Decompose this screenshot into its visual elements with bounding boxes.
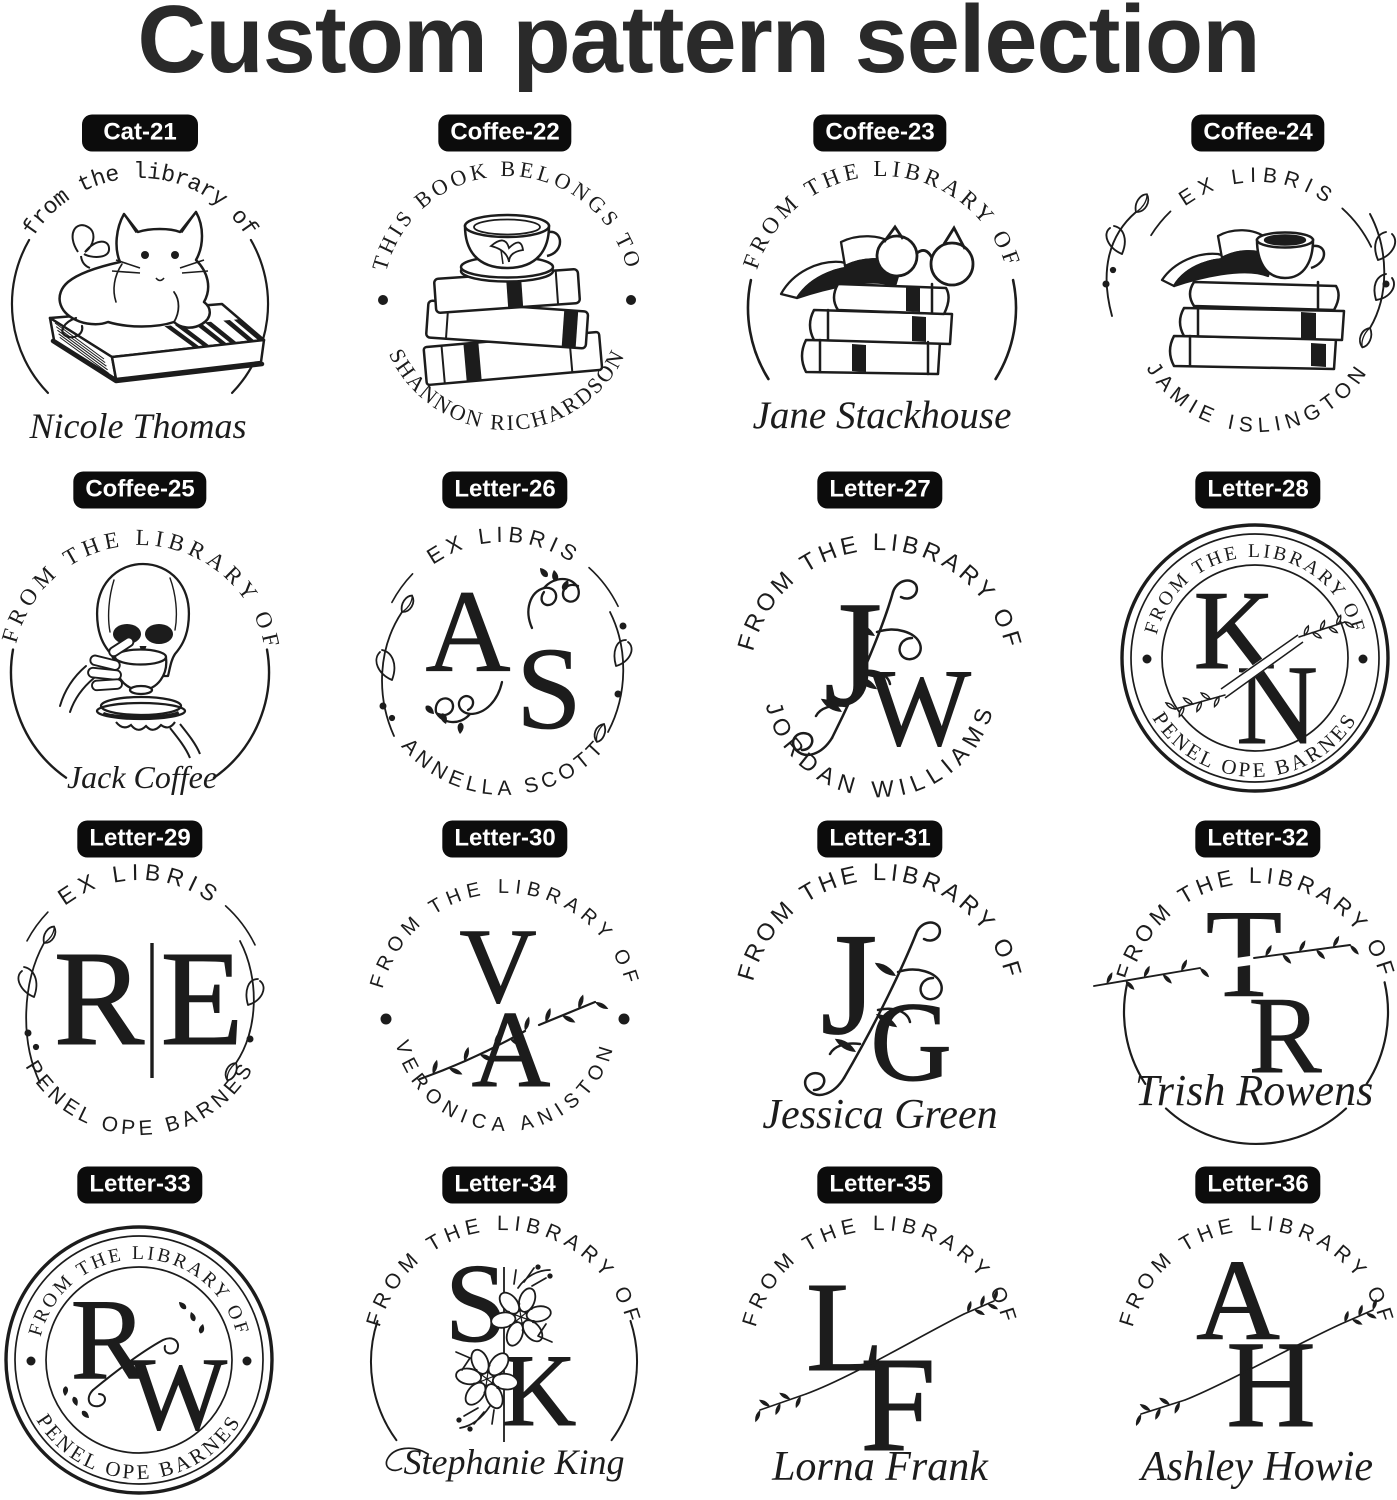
svg-text:L: L <box>806 1256 884 1398</box>
svg-text:from the library of: from the library of <box>18 159 263 241</box>
svg-text:Ashley Howie: Ashley Howie <box>1138 1444 1373 1490</box>
svg-text:G: G <box>870 980 952 1105</box>
svg-text:R: R <box>54 924 145 1074</box>
svg-text:H: H <box>1226 1316 1316 1453</box>
svg-text:F: F <box>860 1330 936 1480</box>
svg-text:E: E <box>160 924 243 1074</box>
svg-text:Jane Stackhouse: Jane Stackhouse <box>753 394 1012 437</box>
svg-text:W: W <box>867 647 971 769</box>
svg-text:V: V <box>459 908 536 1026</box>
svg-text:Nicole Thomas: Nicole Thomas <box>28 406 246 446</box>
svg-text:R: R <box>1248 974 1322 1096</box>
svg-text:JAMIE ISLINGTON: JAMIE ISLINGTON <box>1142 358 1374 437</box>
svg-text:Jack Coffee: Jack Coffee <box>67 759 217 795</box>
svg-text:EX LIBRIS: EX LIBRIS <box>53 859 227 910</box>
svg-text:A: A <box>472 989 551 1110</box>
svg-text:R: R <box>71 1276 148 1403</box>
svg-text:Jessica Green: Jessica Green <box>762 1092 997 1138</box>
svg-text:Stephanie King: Stephanie King <box>404 1442 625 1482</box>
svg-text:Trish Rowens: Trish Rowens <box>1135 1066 1373 1115</box>
svg-text:N: N <box>1236 643 1318 768</box>
svg-text:A: A <box>1196 1237 1280 1365</box>
svg-text:S: S <box>516 623 582 754</box>
svg-text:EX LIBRIS: EX LIBRIS <box>1175 164 1341 211</box>
svg-text:EX LIBRIS: EX LIBRIS <box>422 522 585 569</box>
svg-text:J: J <box>821 903 878 1065</box>
svg-text:W: W <box>129 1337 227 1452</box>
svg-text:S: S <box>445 1242 507 1366</box>
svg-text:A: A <box>425 566 510 697</box>
svg-text:K: K <box>502 1334 576 1448</box>
svg-text:Lorna Frank: Lorna Frank <box>771 1444 989 1490</box>
